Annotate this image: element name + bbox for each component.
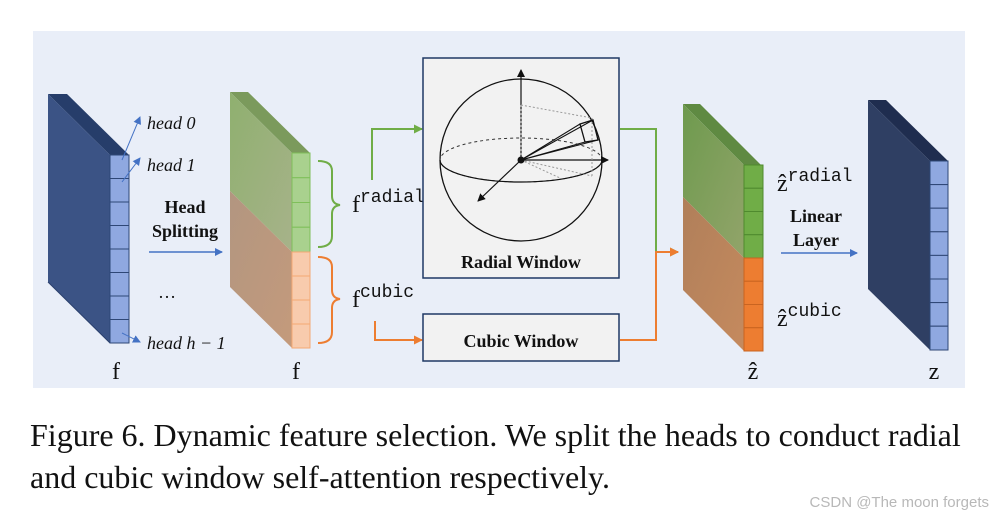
linear-layer-label-line1: Linear — [790, 206, 842, 226]
input-f-label: f — [112, 359, 120, 385]
output-feature-block — [868, 100, 949, 351]
z-hat-cubic-label: ẑcubic — [777, 302, 842, 332]
z-hat-cubic-cells — [743, 257, 764, 352]
cubic-head-cells — [291, 251, 311, 349]
radial-head-cells — [291, 152, 311, 253]
radial-window-label: Radial Window — [461, 252, 581, 272]
sphere-icon — [439, 69, 609, 242]
cubic-window-box: Cubic Window — [422, 313, 620, 362]
head-pointer-arrows — [121, 116, 141, 343]
cubic-window-label: Cubic Window — [464, 331, 579, 351]
cubic-output-arrow — [620, 247, 679, 341]
z-hat-radial-cells — [743, 164, 764, 259]
linear-layer-label-line2: Layer — [793, 230, 839, 250]
z-hat-radial-label: ẑradial — [777, 167, 852, 197]
radial-brace — [317, 160, 341, 248]
cubic-input-arrow — [374, 321, 423, 345]
head-last-label: head h − 1 — [147, 333, 226, 353]
cubic-brace — [317, 256, 341, 344]
split-f-label: f — [292, 359, 300, 385]
split-feature-block — [230, 92, 311, 349]
input-feature-block — [47, 94, 130, 344]
f-cubic-label: fcubic — [352, 283, 414, 313]
output-z-label: z — [929, 359, 940, 385]
feature-selection-diagram: head 0 head 1 … head h − 1 Head Splittin… — [33, 31, 965, 388]
head-splitting-label-line2: Splitting — [152, 221, 218, 241]
head-1-label: head 1 — [147, 155, 196, 175]
head-splitting-label-line1: Head — [164, 197, 205, 217]
output-cells — [929, 160, 949, 351]
radial-window-box: Radial Window — [422, 57, 620, 279]
watermark: CSDN @The moon forgets — [809, 494, 989, 511]
head-0-label: head 0 — [147, 113, 196, 133]
z-hat-label: ẑ — [748, 359, 759, 385]
f-radial-label: fradial — [352, 188, 425, 218]
radial-input-arrow — [371, 124, 423, 180]
head-ellipsis: … — [158, 282, 176, 302]
input-head-cells — [109, 154, 130, 344]
figure-caption: Figure 6. Dynamic feature selection. We … — [30, 417, 961, 495]
z-hat-block — [683, 104, 764, 352]
